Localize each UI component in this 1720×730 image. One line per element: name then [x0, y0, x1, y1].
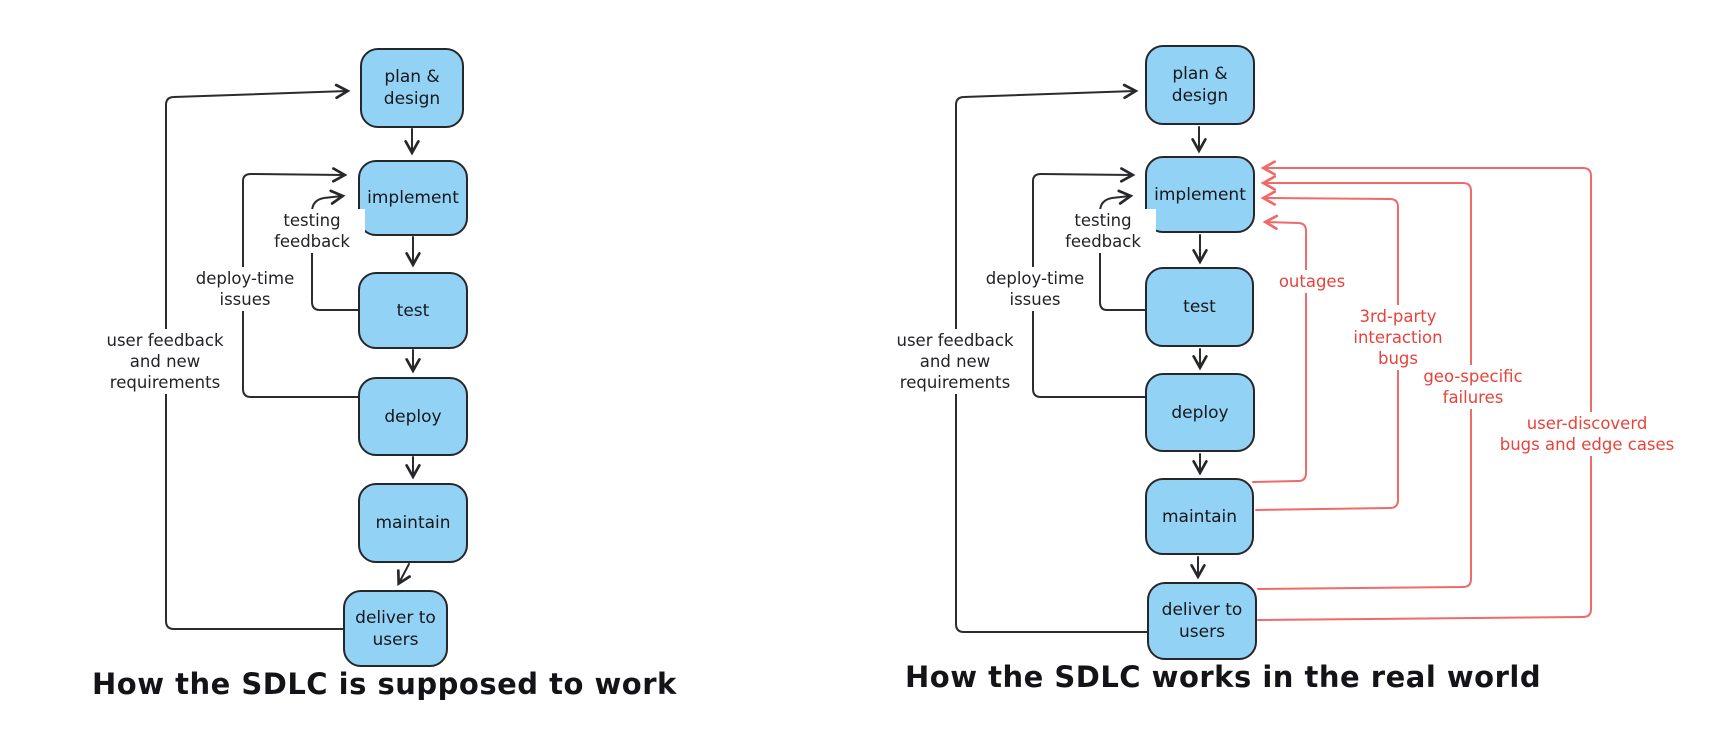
caption-right: How the SDLC works in the real world	[905, 660, 1542, 694]
caption-left: How the SDLC is supposed to work	[92, 667, 677, 701]
node-test-right: test	[1145, 267, 1254, 347]
label-deploy-time-issues-right: deploy-time issues	[976, 267, 1094, 311]
label-testing-feedback-right: testing feedback	[1050, 209, 1156, 253]
node-implement-right: implement	[1145, 156, 1255, 233]
node-deploy-left: deploy	[358, 377, 468, 456]
node-deliver-right: deliver to users	[1147, 582, 1257, 660]
node-maintain-right: maintain	[1145, 478, 1254, 555]
node-test-left: test	[358, 272, 468, 349]
node-deliver-left: deliver to users	[343, 590, 448, 667]
label-user-feedback-left: user feedback and new requirements	[88, 329, 242, 394]
label-testing-feedback-left: testing feedback	[259, 209, 365, 253]
node-deploy-right: deploy	[1145, 373, 1255, 452]
node-plan-design-left: plan & design	[360, 48, 464, 128]
label-deploy-time-issues-left: deploy-time issues	[186, 267, 304, 311]
label-3rd-party-bugs: 3rd-party interaction bugs	[1340, 305, 1456, 370]
node-plan-design-right: plan & design	[1145, 45, 1255, 125]
label-geo-specific-failures: geo-specific failures	[1410, 365, 1536, 409]
label-user-feedback-right: user feedback and new requirements	[878, 329, 1032, 394]
label-outages: outages	[1266, 270, 1358, 293]
label-user-discovered-bugs: user-discoverd bugs and edge cases	[1485, 412, 1689, 456]
node-maintain-left: maintain	[358, 483, 468, 563]
node-implement-left: implement	[358, 160, 468, 236]
